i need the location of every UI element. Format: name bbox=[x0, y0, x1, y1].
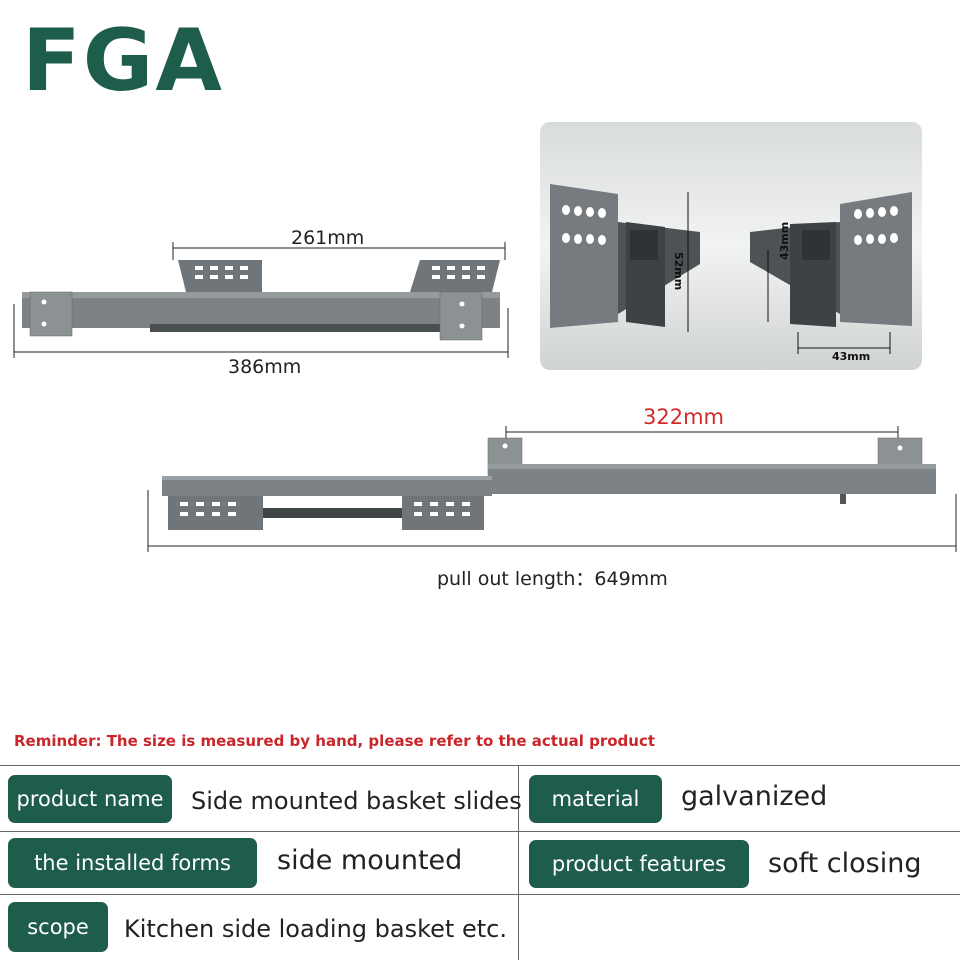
table-border-column bbox=[518, 765, 519, 960]
table-border-row1 bbox=[0, 831, 960, 832]
closed-slide-diagram bbox=[13, 242, 509, 358]
photo-width-label: 43mm bbox=[832, 350, 871, 363]
spec-label-product-features: product features bbox=[529, 840, 749, 888]
spec-value-installed-forms: side mounted bbox=[277, 845, 463, 876]
table-border-top bbox=[0, 765, 960, 766]
spec-value-product-features: soft closing bbox=[768, 848, 922, 879]
photo-height-a-label: 52mm bbox=[672, 252, 685, 291]
extended-bracket-span-label: 322mm bbox=[643, 405, 724, 429]
pull-out-length-label: pull out length：649mm bbox=[437, 568, 668, 590]
closed-length-label: 386mm bbox=[228, 356, 302, 378]
reminder-note: Reminder: The size is measured by hand, … bbox=[14, 732, 656, 750]
extended-slide-diagram bbox=[147, 426, 957, 552]
brand-logo: FGA bbox=[22, 11, 224, 111]
spec-label-installed-forms: the installed forms bbox=[8, 838, 257, 888]
top-bracket-span-label: 261mm bbox=[291, 227, 365, 249]
installed-slides-photo: 52mm 43mm 43mm bbox=[540, 122, 922, 370]
table-border-row2 bbox=[0, 894, 960, 895]
spec-value-scope: Kitchen side loading basket etc. bbox=[124, 915, 507, 943]
spec-value-product-name: Side mounted basket slides bbox=[191, 787, 522, 815]
spec-value-material: galvanized bbox=[681, 781, 828, 812]
spec-table: product name Side mounted basket slides … bbox=[0, 765, 960, 960]
spec-label-product-name: product name bbox=[8, 775, 172, 823]
spec-label-scope: scope bbox=[8, 902, 108, 952]
spec-label-material: material bbox=[529, 775, 662, 823]
photo-height-b-label: 43mm bbox=[778, 221, 791, 260]
